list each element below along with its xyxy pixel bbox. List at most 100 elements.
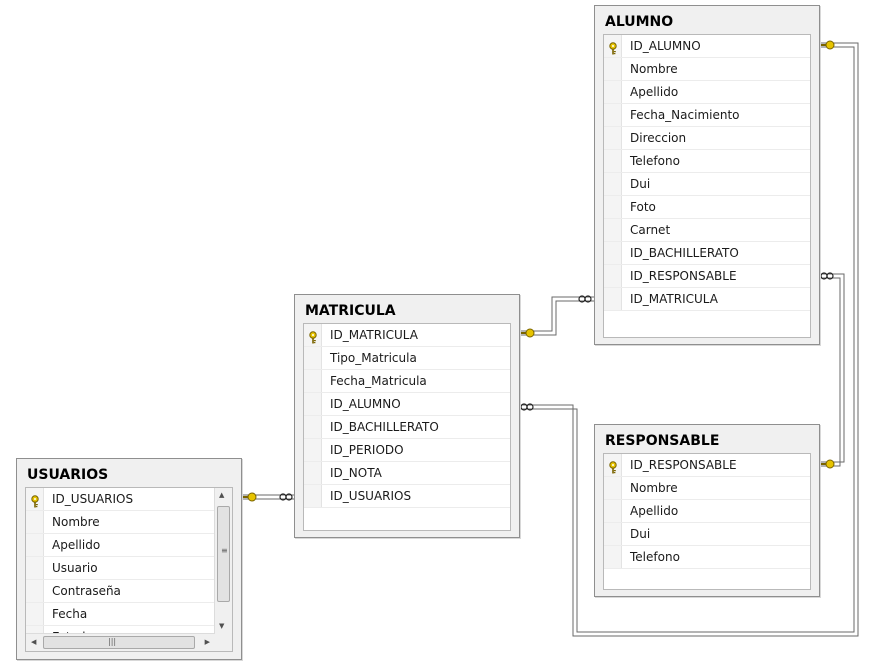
row-selector[interactable] — [26, 557, 44, 579]
column-row[interactable]: Fecha — [26, 603, 232, 626]
row-selector[interactable] — [604, 81, 622, 103]
column-name: ID_USUARIOS — [330, 489, 412, 503]
row-selector[interactable] — [304, 347, 322, 369]
column-row[interactable]: ID_BACHILLERATO — [604, 242, 810, 265]
row-selector[interactable] — [26, 580, 44, 602]
row-selector[interactable] — [604, 35, 622, 57]
column-row[interactable]: Carnet — [604, 219, 810, 242]
column-row[interactable]: ID_NOTA — [304, 462, 510, 485]
column-name: Usuario — [52, 561, 98, 575]
column-row[interactable]: ID_ALUMNO — [304, 393, 510, 416]
primary-key-icon — [30, 493, 40, 508]
column-row[interactable]: Nombre — [604, 477, 810, 500]
key-marker-usuarios — [243, 492, 257, 502]
horizontal-scroll-thumb[interactable]: ||| — [43, 636, 195, 649]
column-name: ID_ALUMNO — [630, 39, 701, 53]
arrow-left-icon[interactable]: ◀ — [31, 638, 37, 646]
row-selector[interactable] — [604, 104, 622, 126]
row-selector[interactable] — [604, 196, 622, 218]
row-selector[interactable] — [604, 288, 622, 310]
column-row[interactable]: ID_USUARIOS — [26, 488, 232, 511]
column-name: Apellido — [52, 538, 101, 552]
relationship-matricula-responsable[interactable] — [520, 42, 859, 637]
column-row[interactable]: ID_BACHILLERATO — [304, 416, 510, 439]
column-name: Fecha_Matricula — [330, 374, 427, 388]
row-selector[interactable] — [26, 511, 44, 533]
row-selector[interactable] — [304, 485, 322, 507]
column-row[interactable]: Apellido — [604, 500, 810, 523]
row-selector[interactable] — [604, 454, 622, 476]
row-selector[interactable] — [604, 150, 622, 172]
relationship-matricula-alumno[interactable] — [520, 296, 594, 336]
row-selector[interactable] — [604, 127, 622, 149]
row-selector[interactable] — [604, 58, 622, 80]
column-name: ID_NOTA — [330, 466, 382, 480]
column-name: Telefono — [630, 550, 680, 564]
column-row[interactable]: ID_MATRICULA — [604, 288, 810, 311]
column-row[interactable]: Dui — [604, 173, 810, 196]
vertical-scrollbar[interactable]: ▲ ≡ ▼ — [214, 488, 232, 634]
row-selector[interactable] — [604, 265, 622, 287]
column-row[interactable]: Telefono — [604, 546, 810, 569]
column-row[interactable]: ID_USUARIOS — [304, 485, 510, 508]
column-name: Apellido — [630, 85, 679, 99]
row-selector[interactable] — [604, 173, 622, 195]
row-selector[interactable] — [304, 462, 322, 484]
column-name: Tipo_Matricula — [330, 351, 417, 365]
row-selector[interactable] — [304, 393, 322, 415]
arrow-right-icon[interactable]: ▶ — [204, 638, 210, 646]
row-selector[interactable] — [304, 324, 322, 346]
column-row[interactable]: ID_RESPONSABLE — [604, 265, 810, 288]
column-row[interactable]: Fecha_Matricula — [304, 370, 510, 393]
column-name: ID_RESPONSABLE — [630, 269, 737, 283]
primary-key-icon — [608, 40, 618, 55]
row-selector[interactable] — [26, 534, 44, 556]
column-name: Nombre — [52, 515, 100, 529]
column-row[interactable]: Dui — [604, 523, 810, 546]
arrow-down-icon[interactable]: ▼ — [219, 622, 225, 630]
row-selector[interactable] — [604, 242, 622, 264]
vertical-scroll-thumb[interactable]: ≡ — [217, 506, 230, 602]
row-selector[interactable] — [604, 546, 622, 568]
arrow-up-icon[interactable]: ▲ — [219, 491, 225, 499]
column-name: Direccion — [630, 131, 687, 145]
column-row[interactable]: Nombre — [26, 511, 232, 534]
row-selector[interactable] — [604, 500, 622, 522]
column-row[interactable]: Fecha_Nacimiento — [604, 104, 810, 127]
row-selector[interactable] — [304, 370, 322, 392]
row-selector[interactable] — [26, 488, 44, 510]
column-row[interactable]: ID_MATRICULA — [304, 324, 510, 347]
relationship-alumno-responsable[interactable] — [820, 273, 845, 467]
column-row[interactable]: Nombre — [604, 58, 810, 81]
row-selector[interactable] — [604, 219, 622, 241]
column-row[interactable]: Foto — [604, 196, 810, 219]
column-row[interactable]: Direccion — [604, 127, 810, 150]
column-row[interactable]: Contraseña — [26, 580, 232, 603]
row-selector[interactable] — [604, 523, 622, 545]
column-row[interactable]: Usuario — [26, 557, 232, 580]
column-row[interactable]: ID_RESPONSABLE — [604, 454, 810, 477]
column-row[interactable]: Telefono — [604, 150, 810, 173]
column-row[interactable]: Apellido — [26, 534, 232, 557]
primary-key-icon — [608, 459, 618, 474]
column-row[interactable]: Apellido — [604, 81, 810, 104]
column-row[interactable]: ID_PERIODO — [304, 439, 510, 462]
row-selector[interactable] — [304, 416, 322, 438]
column-name: Contraseña — [52, 584, 121, 598]
column-name: ID_BACHILLERATO — [630, 246, 739, 260]
column-row[interactable]: Tipo_Matricula — [304, 347, 510, 370]
row-selector[interactable] — [304, 439, 322, 461]
column-row[interactable]: ID_ALUMNO — [604, 35, 810, 58]
row-selector[interactable] — [604, 477, 622, 499]
horizontal-scrollbar[interactable]: ◀ ||| ▶ — [26, 633, 215, 651]
row-selector[interactable] — [26, 603, 44, 625]
column-name: Carnet — [630, 223, 671, 237]
